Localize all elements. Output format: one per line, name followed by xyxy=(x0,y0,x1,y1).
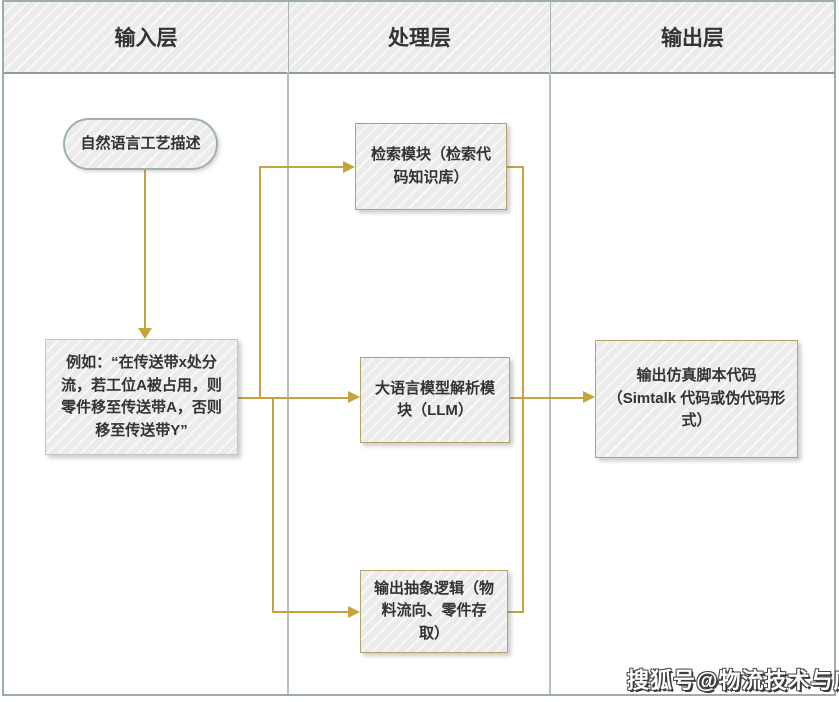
lane-header-input-label: 输入层 xyxy=(114,27,178,50)
arrowhead-right-llm-icon xyxy=(348,391,360,403)
arrowhead-right-abstract-icon xyxy=(348,606,360,618)
node-natural-language-desc: 自然语言工艺描述 xyxy=(63,118,218,170)
node-retrieval-module-label: 检索模块（检索代码知识库） xyxy=(370,146,491,186)
lane-header-process: 处理层 xyxy=(288,2,550,72)
arrowhead-down-example-icon xyxy=(138,328,152,339)
node-natural-language-desc-label: 自然语言工艺描述 xyxy=(80,134,201,152)
lane-header-output: 输出层 xyxy=(550,2,834,72)
node-example: 例如：“在传送带x处分流，若工位A被占用，则零件移至传送带A，否则移至传送带Y” xyxy=(45,339,238,455)
node-example-label: 例如：“在传送带x处分流，若工位A被占用，则零件移至传送带A，否则移至传送带Y” xyxy=(61,354,222,439)
node-abstract-logic: 输出抽象逻辑（物料流向、零件存取） xyxy=(360,570,508,653)
edge-abstract-out xyxy=(508,611,524,613)
node-simulation-code-label: 输出仿真脚本代码（Simtalk 代码或伪代码形式） xyxy=(607,367,786,430)
watermark: 搜狐号@物流技术与应用 xyxy=(627,668,839,693)
edge-example-to-llm xyxy=(237,397,348,399)
edge-abstract-up xyxy=(522,399,524,613)
edge-desc-to-example xyxy=(144,170,146,328)
lane-header-process-label: 处理层 xyxy=(388,27,451,50)
edge-llm-to-output xyxy=(510,397,583,399)
lane-separator-2 xyxy=(549,72,551,694)
edge-branch-down-horizontal xyxy=(272,611,349,613)
node-simulation-code: 输出仿真脚本代码（Simtalk 代码或伪代码形式） xyxy=(595,340,798,458)
lane-header-output-label: 输出层 xyxy=(661,27,724,50)
arrowhead-right-retrieval-icon xyxy=(343,161,355,173)
lane-header-row: 输入层 处理层 输出层 xyxy=(4,2,834,74)
edge-retrieval-down xyxy=(522,166,524,399)
edge-branch-down-vertical xyxy=(272,397,274,613)
node-llm-module-label: 大语言模型解析模块（LLM） xyxy=(374,379,495,420)
node-abstract-logic-label: 输出抽象逻辑（物料流向、零件存取） xyxy=(373,579,494,642)
edge-retrieval-out xyxy=(507,166,524,168)
edge-branch-up-horizontal xyxy=(259,166,344,168)
edge-branch-up-vertical xyxy=(259,166,261,399)
node-llm-module: 大语言模型解析模块（LLM） xyxy=(360,357,510,443)
node-retrieval-module: 检索模块（检索代码知识库） xyxy=(355,123,507,210)
lane-header-input: 输入层 xyxy=(4,2,288,72)
lane-separator-1 xyxy=(287,72,289,694)
arrowhead-right-output-icon xyxy=(583,391,595,403)
